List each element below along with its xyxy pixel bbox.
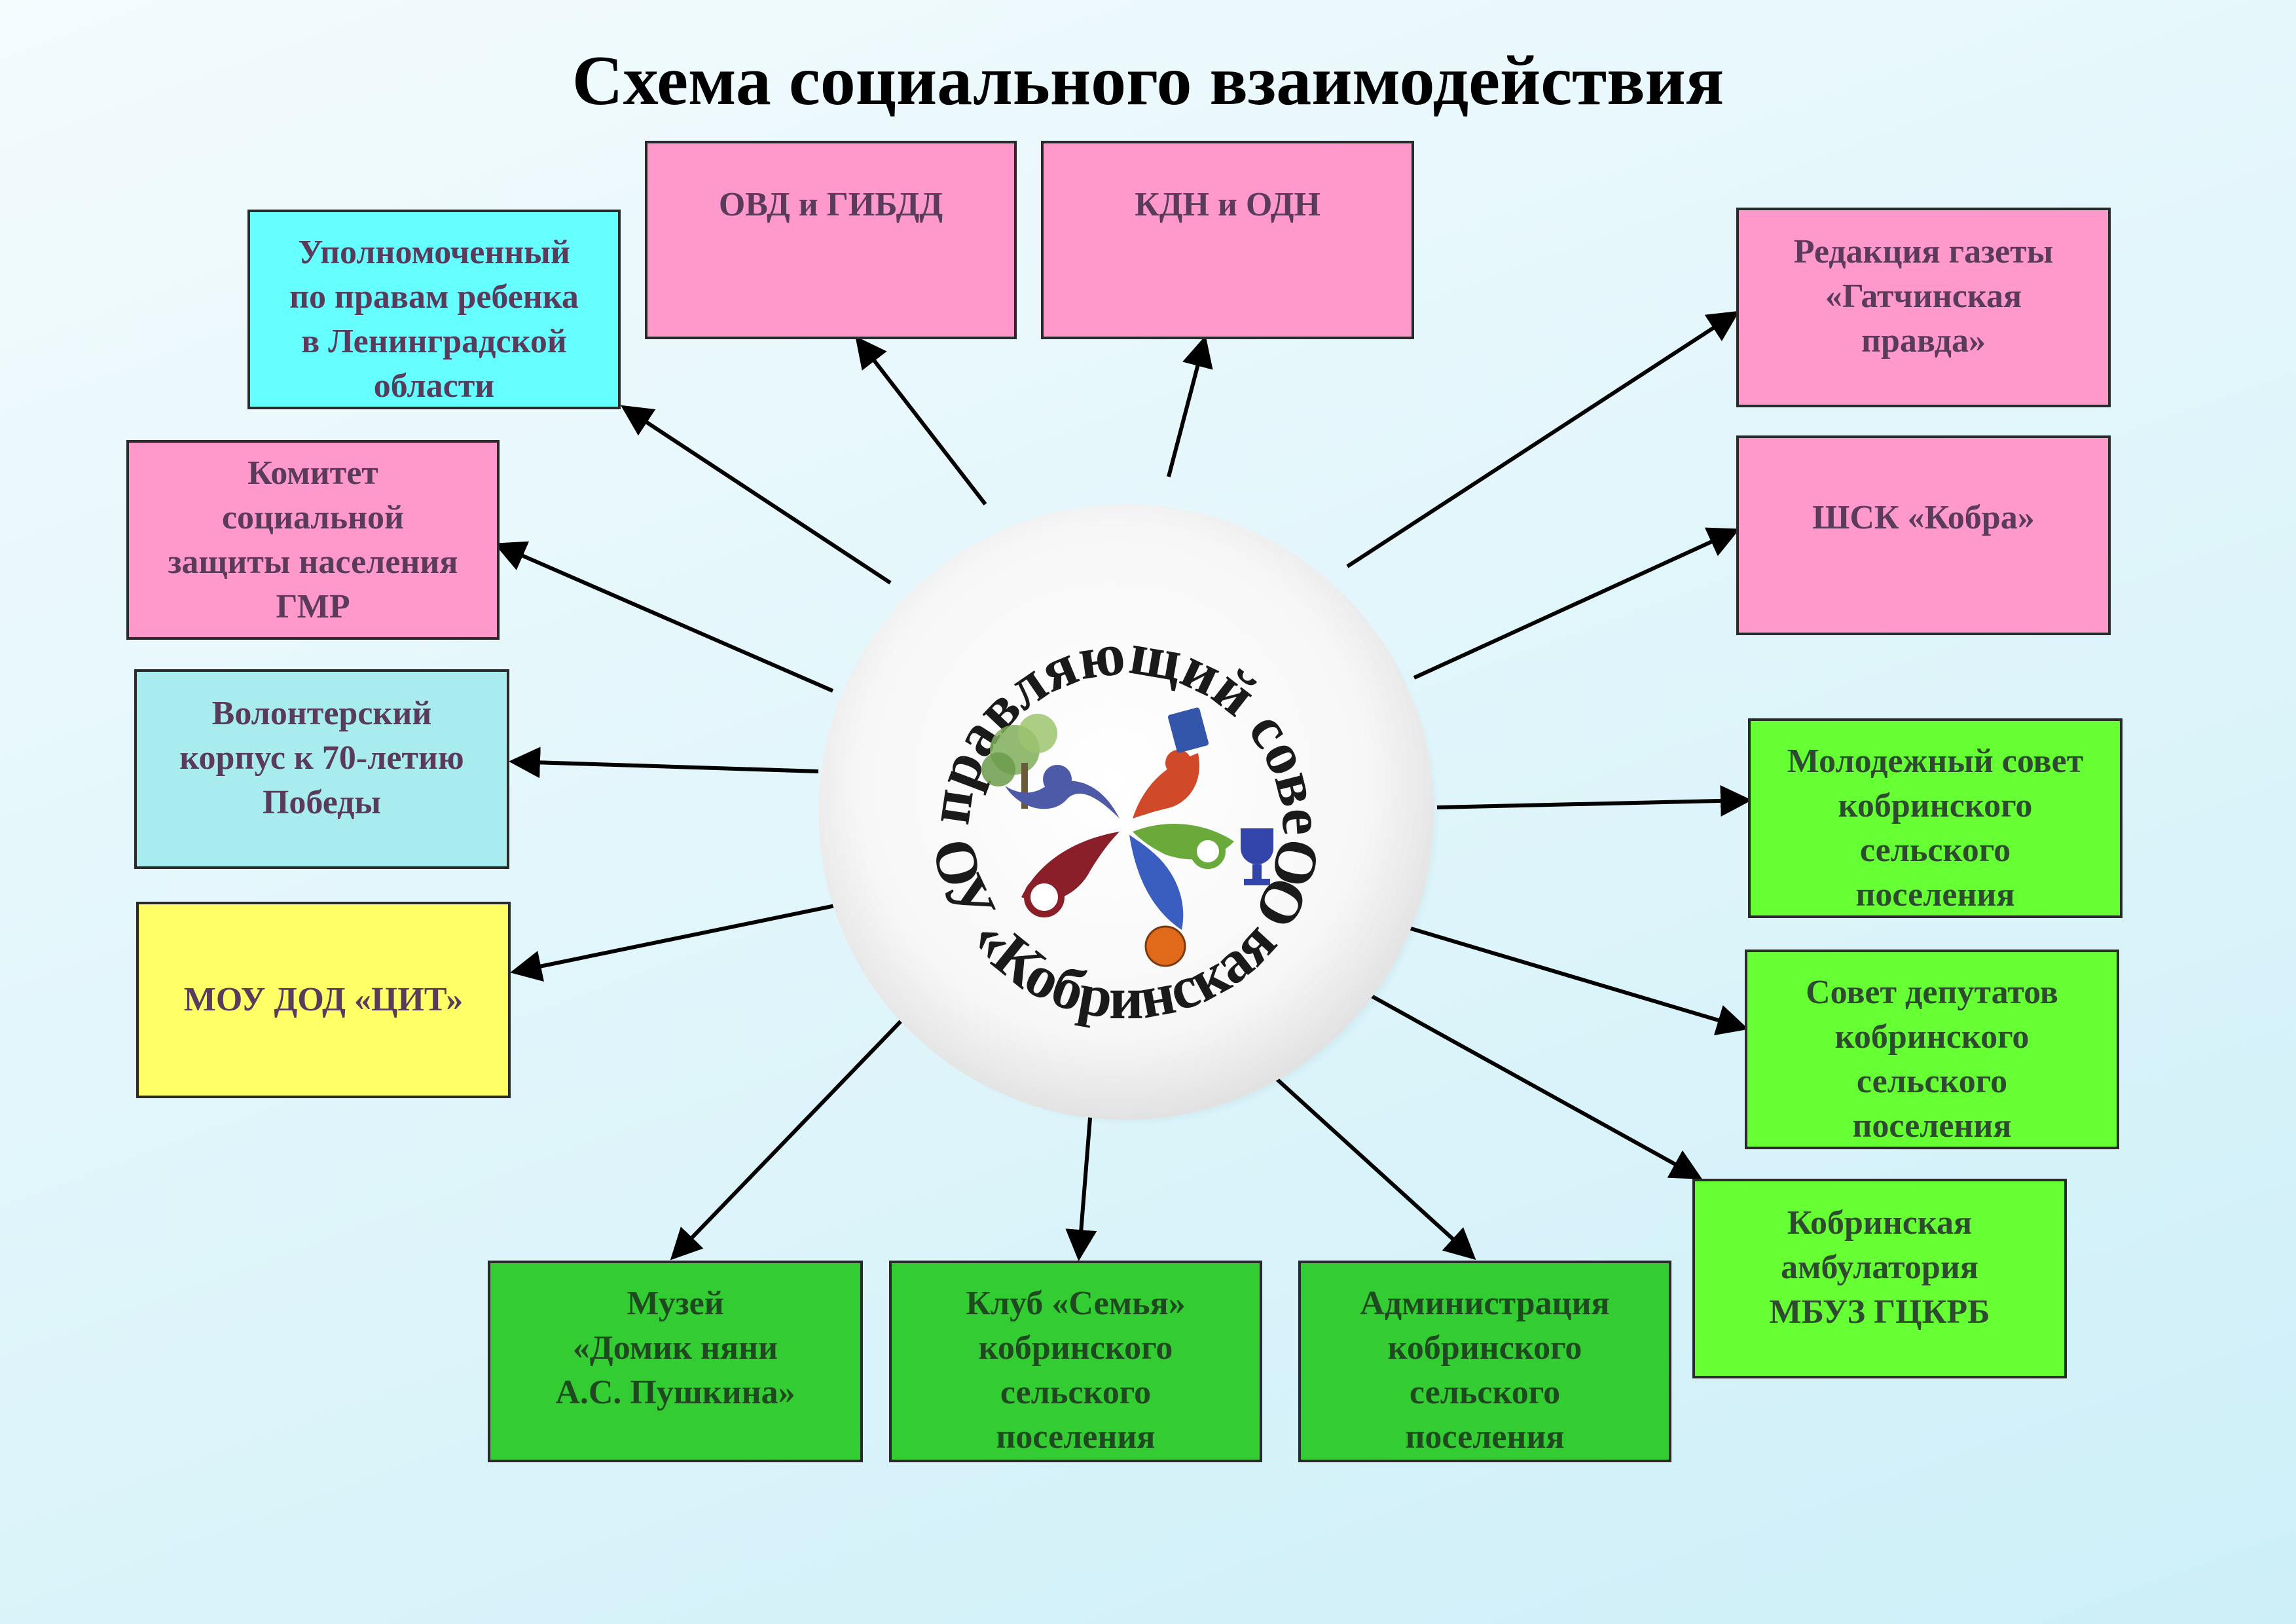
arrow-newspaper [1346,310,1740,568]
arrow-deputies [1404,925,1749,1036]
basketball-icon [1144,925,1186,967]
partner-ovd-gibdd: ОВД и ГИБДД [645,141,1017,339]
partner-administration: Администрация кобринского сельского посе… [1298,1261,1671,1462]
arrow-kdn [1167,335,1213,477]
arrow-shsk [1413,527,1740,680]
arrow-clinic [1357,987,1703,1179]
book-icon [1167,707,1209,753]
arrow-social [494,541,834,693]
school-emblem [981,707,1273,967]
partner-youth-council: Молодежный совет кобринского сельского п… [1748,718,2123,918]
arrow-ovd [855,336,987,506]
partner-ombudsman: Уполномоченный по правам ребенка в Ленин… [247,210,621,409]
arrow-admin [1258,1062,1476,1261]
trophy-icon [1241,828,1273,885]
central-hub: Управляющий совет МБОУ «Кобринская ООШ» [812,498,1440,1126]
partner-newspaper: Редакция газеты «Гатчинская правда» [1736,208,2111,407]
partner-volunteer-corps: Волонтерский корпус к 70-летию Победы [134,669,509,869]
partner-family-club: Клуб «Семья» кобринского сельского посел… [889,1261,1262,1462]
diagram-title: Схема социального взаимодействия [572,42,1724,120]
arrow-museum [670,1010,912,1261]
arrow-youth [1436,784,1752,817]
arrow-volunteer [509,747,819,779]
partner-council-deputies: Совет депутатов кобринского сельского по… [1745,950,2119,1149]
partner-clinic: Кобринская амбулатория МБУЗ ГЦКРБ [1692,1179,2067,1378]
partner-kdn-odn: КДН и ОДН [1041,141,1414,339]
tree-icon [981,714,1057,809]
arrow-cit [510,902,845,982]
arrow-ombudsman [620,405,892,585]
partner-museum: Музей «Домик няни А.С. Пушкина» [488,1261,863,1462]
partner-mou-dod-cit: МОУ ДОД «ЦИТ» [136,902,511,1098]
partner-shsk-kobra: ШСК «Кобра» [1736,435,2111,635]
partner-social-protection: Комитет социальной защиты населения ГМР [126,440,500,640]
